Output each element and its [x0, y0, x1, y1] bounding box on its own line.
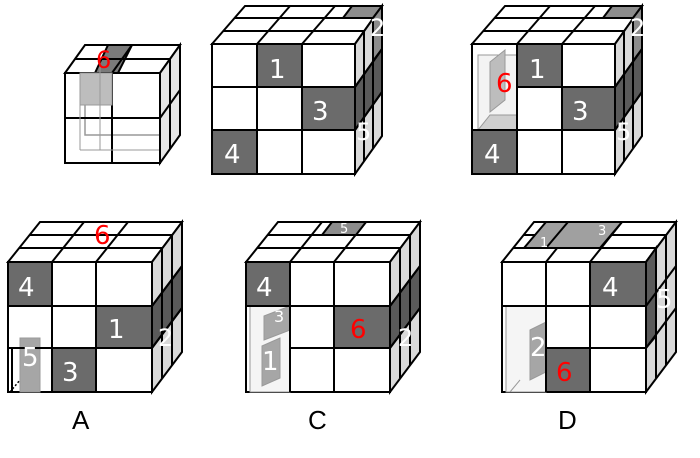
option-c-label-5: 5: [340, 222, 348, 237]
option-c-label-6: 6: [350, 315, 367, 345]
small-cube-label-6: 6: [96, 46, 111, 74]
option-c-label-1: 1: [262, 347, 279, 377]
option-a-label-3: 3: [62, 358, 79, 388]
option-d-label-3: 3: [598, 224, 606, 239]
option-d-label-2: 2: [530, 333, 547, 363]
option-a-label-2: 2: [158, 324, 173, 352]
figure-3-cell-1: [516, 43, 563, 88]
small-cube: [63, 41, 182, 167]
option-d-label-4: 4: [602, 273, 619, 303]
figure-2-label-2: 2: [370, 14, 385, 42]
option-c-label-3: 3: [274, 307, 284, 326]
option-d-label-5: 5: [656, 285, 673, 315]
option-c-label-4: 4: [256, 273, 273, 303]
option-d-label-1: 1: [540, 236, 548, 251]
figure-3-cube: [469, 2, 644, 178]
figure-3-label-3: 3: [572, 97, 589, 127]
figure-2-label-5: 5: [356, 118, 371, 146]
option-c-label-2: 2: [398, 324, 413, 352]
figure-3-label-6: 6: [496, 69, 513, 99]
option-c-cube: [243, 219, 422, 395]
option-a-letter[interactable]: A: [72, 405, 90, 435]
option-d-top-dark: [521, 221, 625, 249]
option-d-cube: [499, 219, 678, 395]
option-a-label-4: 4: [18, 273, 35, 303]
figure-2-label-3: 3: [312, 97, 329, 127]
figure-3-label-4: 4: [484, 140, 501, 170]
option-a-label-1: 1: [108, 315, 125, 345]
option-a-label-5: 5: [22, 343, 39, 373]
option-a-label-6: 6: [94, 221, 111, 251]
option-d-label-6: 6: [556, 358, 573, 388]
option-c-top-dark: [319, 221, 369, 236]
figure-2-label-4: 4: [224, 140, 241, 170]
figure-3-label-2: 2: [630, 14, 645, 42]
option-c-cell-1: [261, 337, 281, 387]
option-d-letter[interactable]: D: [558, 405, 577, 435]
figure-3-cavity-6-shade: [489, 48, 506, 114]
option-a-cube: [5, 219, 184, 395]
option-a-cell-5: [19, 337, 41, 393]
option-c-letter[interactable]: C: [308, 405, 327, 435]
figure-2-cube: [209, 2, 384, 178]
figure-3-label-1: 1: [529, 55, 546, 85]
figure-3-label-5: 5: [616, 118, 631, 146]
figure-2-label-1: 1: [269, 55, 286, 85]
small-cube-inner-shade: [79, 72, 113, 106]
